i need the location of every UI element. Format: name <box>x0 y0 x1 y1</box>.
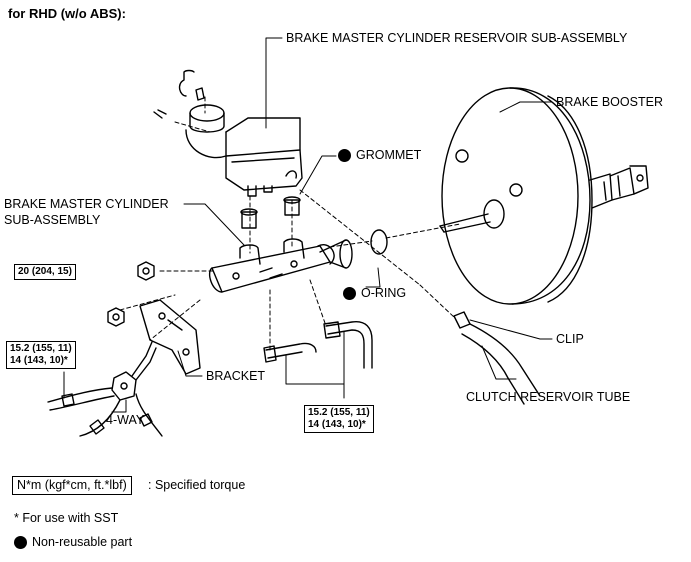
four-way-shape <box>47 341 163 437</box>
label-master-cylinder-line1: BRAKE MASTER CYLINDER <box>4 197 169 211</box>
torque-box-right: 15.2 (155, 11) 14 (143, 10)* <box>304 405 374 433</box>
label-grommet: GROMMET <box>356 148 422 162</box>
label-bracket: BRACKET <box>206 369 266 383</box>
torque-left-value-1: 15.2 (155, 11) <box>10 343 72 354</box>
dashed-lines <box>119 96 461 353</box>
label-clip: CLIP <box>556 332 584 346</box>
legend-torque-description: : Specified torque <box>148 478 246 492</box>
label-reservoir: BRAKE MASTER CYLINDER RESERVOIR SUB-ASSE… <box>286 31 628 45</box>
brake-booster-shape <box>439 87 649 305</box>
non-reusable-marker-o-ring <box>343 287 356 300</box>
bracket-shape <box>139 299 201 375</box>
master-cylinder-shape <box>208 238 353 293</box>
reservoir-shape <box>153 69 303 197</box>
nuts <box>107 261 155 327</box>
label-master-cylinder-line2: SUB-ASSEMBLY <box>4 213 101 227</box>
legend-non-reusable-dot <box>14 536 27 549</box>
page-header: for RHD (w/o ABS): <box>8 6 126 21</box>
non-reusable-marker-grommet <box>338 149 351 162</box>
label-4-way: 4-WAY <box>106 413 145 427</box>
torque-box-nut: 20 (204, 15) <box>14 264 76 280</box>
brake-pipes <box>263 321 373 369</box>
label-o-ring: O-RING <box>361 286 407 300</box>
label-brake-booster: BRAKE BOOSTER <box>556 95 663 109</box>
grommets <box>240 196 301 229</box>
torque-right-value-2: 14 (143, 10)* <box>308 419 366 430</box>
legend-non-reusable-text: Non-reusable part <box>32 535 133 549</box>
legend-torque-unit-box: N*m (kgf*cm, ft.*lbf) <box>12 476 132 495</box>
legend-sst-note: * For use with SST <box>14 511 119 525</box>
torque-nut-value: 20 (204, 15) <box>18 266 72 277</box>
torque-left-value-2: 14 (143, 10)* <box>10 355 68 366</box>
o-ring-shape <box>370 229 388 255</box>
torque-right-value-1: 15.2 (155, 11) <box>308 407 370 418</box>
label-clutch-reservoir-tube: CLUTCH RESERVOIR TUBE <box>466 390 631 404</box>
torque-box-left: 15.2 (155, 11) 14 (143, 10)* <box>6 341 76 369</box>
clip-and-tube <box>453 311 541 405</box>
